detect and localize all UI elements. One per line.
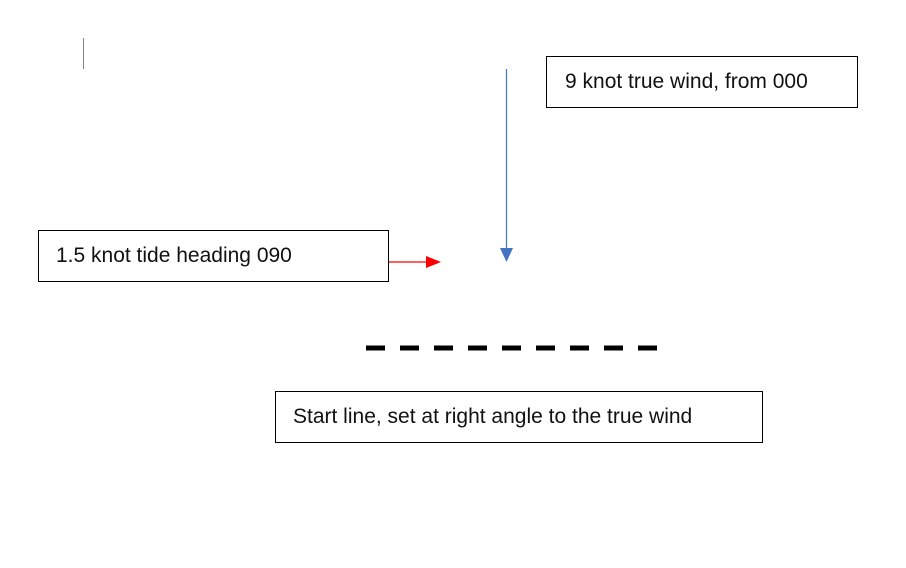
tide-label: 1.5 knot tide heading 090 [56,244,292,267]
tide-arrow-head [426,256,441,268]
start-line-label-box: Start line, set at right angle to the tr… [275,391,763,443]
wind-arrow-head [500,248,513,262]
tide-arrow [389,256,441,268]
text-cursor-mark [83,38,84,69]
start-line-label: Start line, set at right angle to the tr… [293,405,693,428]
wind-arrow [500,69,513,262]
tide-label-box: 1.5 knot tide heading 090 [38,230,389,282]
wind-label: 9 knot true wind, from 000 [565,70,808,93]
wind-label-box: 9 knot true wind, from 000 [546,56,858,108]
